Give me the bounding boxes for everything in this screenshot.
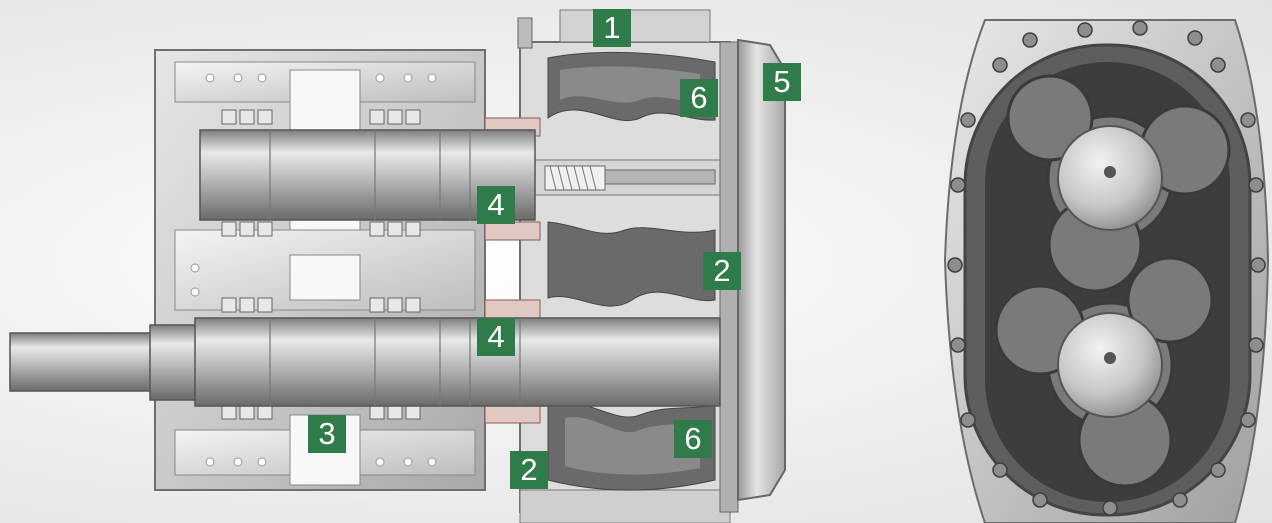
callout-5: 5 [763,63,801,101]
callout-3: 3 [308,415,346,453]
callout-6-upper: 6 [680,79,718,117]
callout-4-upper: 4 [477,186,515,224]
callout-1: 1 [593,9,631,47]
callout-6-lower: 6 [674,420,712,458]
callout-4-lower: 4 [477,318,515,356]
callout-2-bottom: 2 [510,451,548,489]
callout-2-right: 2 [703,252,741,290]
